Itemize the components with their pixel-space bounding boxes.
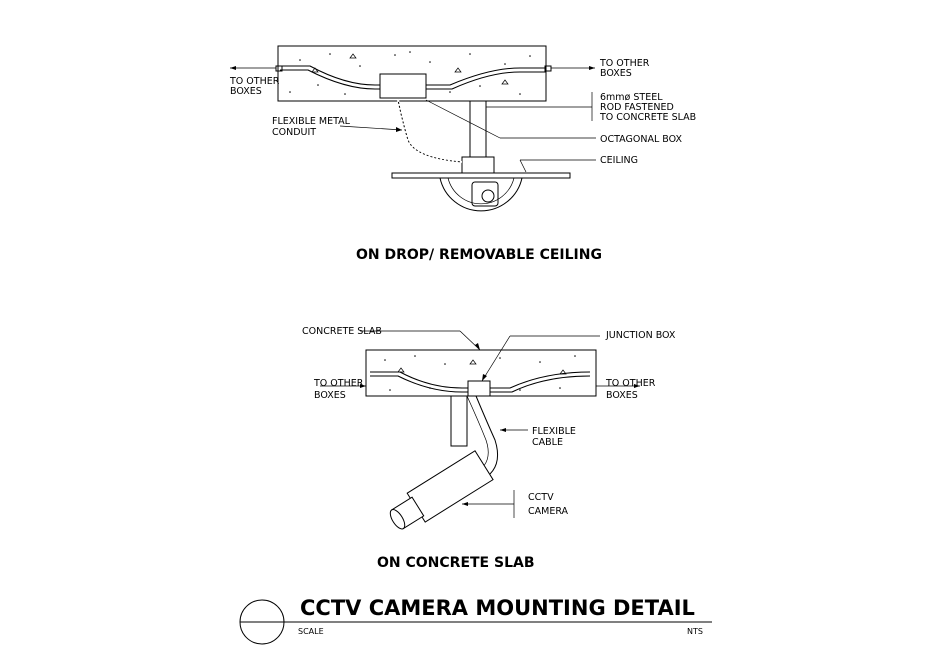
- conduit-left-bottom: [370, 371, 468, 389]
- slab-stipple-top: [289, 51, 531, 95]
- mounting-box: [461, 156, 495, 174]
- label-to-other-boxes-left-bottom-2: BOXES: [314, 390, 346, 401]
- caption-concrete-slab: ON CONCRETE SLAB: [377, 555, 535, 571]
- flexible-cable: [475, 395, 499, 475]
- label-flexible-conduit-2: CONDUIT: [272, 127, 316, 138]
- octagonal-box: [379, 73, 427, 99]
- label-flexible-cable-1: FLEXIBLE: [532, 426, 576, 437]
- label-to-other-boxes-left-top-2: BOXES: [230, 86, 262, 97]
- steel-rod: [469, 100, 487, 158]
- label-junction-box: JUNCTION BOX: [605, 330, 676, 341]
- conduit-left-top: [280, 65, 380, 86]
- ceiling-tile: [391, 172, 571, 179]
- label-cctv-camera-1: CCTV: [528, 492, 554, 503]
- junction-box: [467, 380, 491, 397]
- label-flexible-cable-2: CABLE: [532, 437, 563, 448]
- label-octagonal-box: OCTAGONAL BOX: [600, 134, 682, 145]
- label-flexible-conduit-1: FLEXIBLE METAL: [272, 116, 351, 127]
- scale-value: NTS: [687, 627, 703, 636]
- flexible-metal-conduit: [397, 99, 463, 163]
- label-steel-rod-1: 6mmø STEEL: [600, 92, 663, 103]
- dome-camera: [439, 177, 523, 212]
- drawing-title: CCTV CAMERA MOUNTING DETAIL: [300, 596, 695, 620]
- label-steel-rod-3: TO CONCRETE SLAB: [599, 112, 696, 123]
- label-to-other-boxes-right-top-2: BOXES: [600, 68, 632, 79]
- label-to-other-boxes-right-bottom-2: BOXES: [606, 390, 638, 401]
- drop-ceiling-detail: TO OTHER BOXES TO OTHER BOXES 6mmø STEEL…: [229, 45, 696, 263]
- title-block: CCTV CAMERA MOUNTING DETAIL SCALE NTS: [239, 596, 712, 645]
- caption-drop-ceiling: ON DROP/ REMOVABLE CEILING: [356, 247, 602, 263]
- mount-post: [450, 395, 468, 447]
- cctv-camera: [389, 450, 494, 530]
- label-to-other-boxes-left-top: TO OTHER: [229, 76, 280, 87]
- label-to-other-boxes-right-top: TO OTHER: [599, 58, 650, 69]
- label-cctv-camera-2: CAMERA: [528, 506, 569, 517]
- label-steel-rod-2: ROD FASTENED: [600, 102, 674, 113]
- conduit-right-bottom: [490, 371, 591, 389]
- scale-label: SCALE: [298, 627, 324, 636]
- conduit-right-top: [426, 67, 546, 86]
- concrete-slab-detail: CONCRETE SLAB JUNCTION BOX TO OTHER BOXE…: [302, 326, 676, 571]
- label-to-other-boxes-right-bottom: TO OTHER: [605, 378, 656, 389]
- label-concrete-slab: CONCRETE SLAB: [302, 326, 382, 337]
- label-ceiling: CEILING: [600, 155, 638, 166]
- label-to-other-boxes-left-bottom: TO OTHER: [313, 378, 364, 389]
